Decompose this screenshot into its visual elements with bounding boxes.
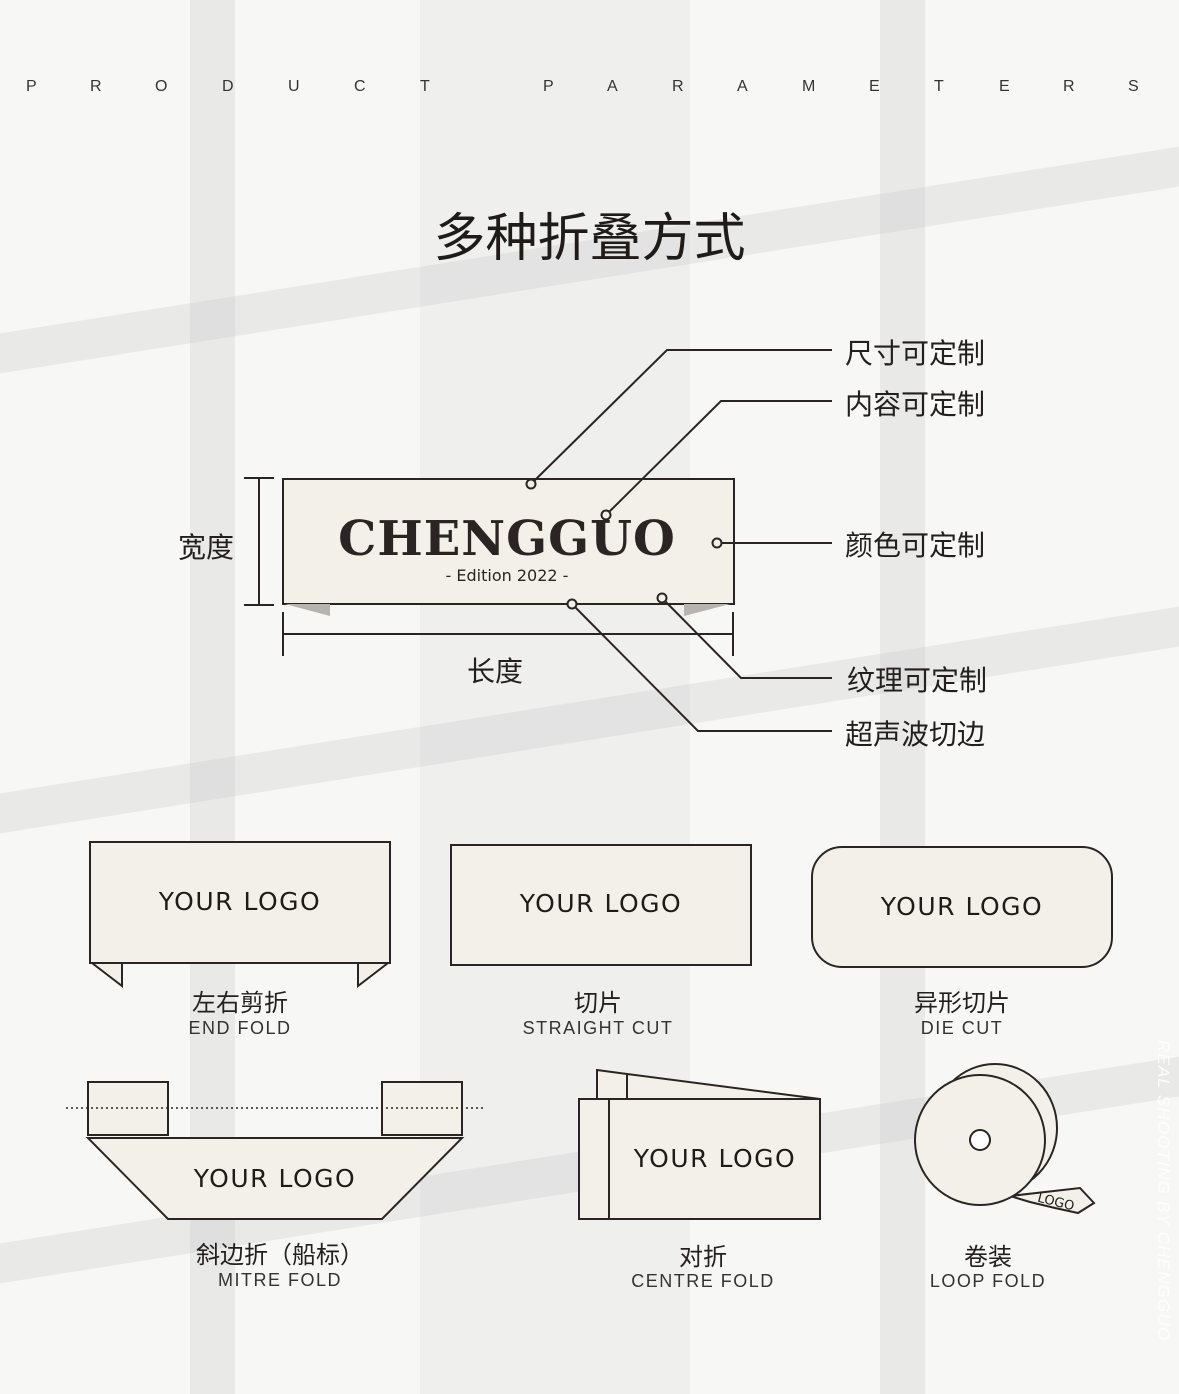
straight-cut-logo: YOUR LOGO [519,889,682,918]
header-letter: P [26,78,37,95]
end-fold-caption-zh: 左右剪折 [192,989,288,1017]
loop-fold-caption-zh: 卷装 [964,1243,1012,1271]
header-letter: R [90,78,102,95]
callout-dot-texture [656,592,668,604]
header-letter: D [222,78,234,95]
header-letter: O [155,78,168,95]
mitre-fold-caption-zh: 斜边折（船标） [196,1241,364,1269]
side-caption: REAL SHOOTING BY CHENGGUO [1154,1040,1173,1342]
header-letter: S [1128,78,1139,95]
centre-fold-caption-en: CENTRE FOLD [631,1271,775,1291]
centre-fold-illustration: YOUR LOGO [578,1068,821,1220]
straight-cut-illustration: YOUR LOGO [450,844,752,966]
header-letter: E [869,78,880,95]
end-fold-logo: YOUR LOGO [158,887,321,916]
mitre-fold-logo: YOUR LOGO [193,1164,356,1193]
edition-text: - Edition 2022 - [446,566,569,585]
header-letter: M [802,78,816,95]
callout-color: 颜色可定制 [845,529,986,562]
mitre-fold-illustration: YOUR LOGO [66,1081,484,1220]
loop-fold-caption-en: LOOP FOLD [929,1271,1047,1291]
mitre-fold-caption-en: MITRE FOLD [217,1270,342,1290]
end-fold-caption-en: END FOLD [188,1018,292,1038]
header-letter: P [543,78,554,95]
header-letter: R [672,78,684,95]
header-letter: T [420,78,430,95]
fold-shadow-right [684,604,730,616]
length-label: 长度 [467,655,524,688]
callout-content: 内容可定制 [845,388,986,421]
callout-leader-content [605,400,832,516]
die-cut-caption-zh: 异形切片 [914,989,1010,1017]
main-label-rect [282,478,735,605]
page-title: 多种折叠方式 [433,209,746,269]
callout-leader-texture [661,597,832,679]
end-fold-illustration: YOUR LOGO [89,841,391,989]
centre-fold-caption-zh: 对折 [679,1243,727,1271]
die-cut-logo: YOUR LOGO [880,892,1043,921]
header-letter: E [999,78,1010,95]
centre-fold-logo: YOUR LOGO [633,1144,796,1173]
callout-dot-edge [566,598,578,610]
header-letter: A [607,78,618,95]
loop-fold-illustration: LOGO [914,1063,1096,1214]
header-letter: R [1063,78,1075,95]
straight-cut-caption-en: STRAIGHT CUT [522,1018,674,1038]
fold-shadow-left [285,604,330,616]
header-letter: C [354,78,366,95]
callout-size: 尺寸可定制 [845,337,986,370]
header-letter: T [934,78,944,95]
header-letter: A [737,78,748,95]
die-cut-caption-en: DIE CUT [920,1018,1004,1038]
brand-text: CHENGGUO [338,511,676,567]
callout-edge: 超声波切边 [845,718,986,751]
callout-dot-content [600,509,612,521]
callout-texture: 纹理可定制 [847,664,988,697]
callout-leader-size [530,349,832,485]
die-cut-illustration: YOUR LOGO [811,846,1113,968]
callout-dot-size [525,478,537,490]
callout-leader-edge [571,603,832,732]
shadow-bar [880,0,925,1394]
width-label: 宽度 [178,531,235,564]
callout-dot-color [711,537,723,549]
straight-cut-caption-zh: 切片 [574,989,622,1017]
header-letter: U [288,78,300,95]
